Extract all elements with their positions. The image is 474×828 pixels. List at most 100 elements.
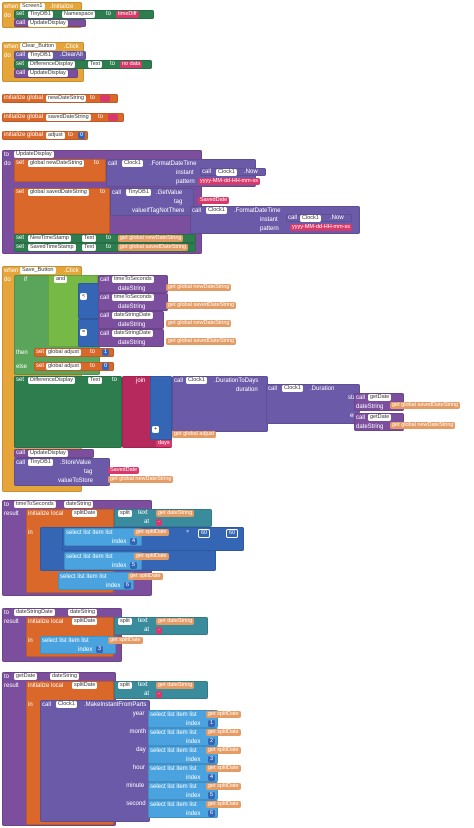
param-name[interactable]: dateString [50,673,80,680]
set-global-adjust-1[interactable]: set global adjust to 1 [34,348,114,357]
tinydb1-component[interactable]: TinyDB1 [28,11,53,18]
compare-lt-block[interactable]: < [78,283,100,319]
clock1-component[interactable]: Clock1 [56,701,77,708]
get-global-newdatestring[interactable]: get global newDateString [390,422,456,429]
call-datestringdate-1[interactable]: call dateStringDate dateString [98,311,164,329]
index-value[interactable]: 2 [208,738,216,745]
clock1-component[interactable]: Clock1 [206,207,227,214]
get-global-saveddatestring[interactable]: get global savedDateString [390,402,461,409]
get-global-saveddatestring[interactable]: get global savedDateString [166,338,237,345]
proc-name[interactable]: UpdateDisplay [14,151,54,158]
split-op[interactable]: split [118,618,132,625]
local-name[interactable]: splitDate [72,510,98,517]
get-splitdate[interactable]: get splitDate [206,801,241,808]
get-splitdate[interactable]: get splitDate [206,783,241,790]
get-datestring[interactable]: get dateString [156,682,195,689]
get-global-saveddatestring[interactable]: get global savedDateString [166,302,237,309]
compare-eq-block[interactable]: = [78,319,100,347]
split-block[interactable]: split text get dateString at - [114,617,208,635]
clock1-component[interactable]: Clock1 [186,377,207,384]
proc-name[interactable]: dateStringDate [112,330,153,337]
global-value[interactable]: 0 [78,132,86,139]
call-timetoseconds-1[interactable]: call timeToSeconds dateString [98,275,168,293]
tinydb-getvalue-call[interactable]: call TinyDB1 .GetValue tag valueIfTagNot… [110,188,194,216]
adjust-value[interactable]: 0 [102,363,110,370]
global-value[interactable] [108,114,118,121]
updatedisplay-proc[interactable]: UpdateDisplay [28,450,68,457]
select-list-item-6[interactable]: select list item list index 6 [58,572,134,590]
text-prop[interactable]: Text [82,244,97,251]
call-datestringdate-2[interactable]: call dateStringDate dateString [98,329,164,347]
get-splitdate[interactable]: get splitDate [108,637,143,644]
pattern-value-2[interactable]: yyyy-MM-dd-HH-mm-ss [290,224,353,231]
index-value[interactable]: 6 [208,810,216,817]
differencedisplay-component[interactable]: DifferenceDisplay [28,377,76,384]
set-global-adjust-2[interactable]: set global adjust to 0 [34,362,114,371]
call-updatedisplay-block[interactable]: call UpdateDisplay [14,19,86,27]
updatedisplay-proc[interactable]: UpdateDisplay [28,20,68,27]
proc-name[interactable]: timeToSeconds [14,501,56,508]
screen1-component[interactable]: Screen1 [20,3,45,10]
lt-op[interactable]: < [80,293,88,300]
get-global-newdatestring[interactable]: get global newDateString [166,320,232,327]
global-saveddatestring[interactable]: initialize global savedDateString to [2,113,124,122]
index-value[interactable]: 4 [208,774,216,781]
proc-name[interactable]: getDate [368,394,392,401]
differencedisplay-component[interactable]: DifferenceDisplay [28,61,76,68]
clock-durationtodays-call[interactable]: call Clock1 .DurationToDays duration [172,376,268,432]
eq-op[interactable]: = [80,329,88,336]
var-name[interactable]: global adjust [46,363,81,370]
get-splitdate[interactable]: get splitDate [206,765,241,772]
get-splitdate[interactable]: get splitDate [134,553,169,560]
get-splitdate[interactable]: get splitDate [206,747,241,754]
var-name[interactable]: global savedDateString [28,189,89,196]
days-text[interactable]: days [156,440,172,447]
index-value[interactable]: 3 [208,756,216,763]
proc-name[interactable]: timeToSeconds [112,276,154,283]
newtimestamp-component[interactable]: NewTimeStamp [28,235,71,242]
and-op[interactable]: and [54,276,68,283]
tinydb1-component[interactable]: TinyDB1 [28,459,53,466]
savedtimestamp-component[interactable]: SavedTimeStamp [28,244,76,251]
get-global-newdatestring[interactable]: get global newDateString [118,235,184,242]
index-value[interactable]: 5 [130,562,138,569]
get-datestring[interactable]: get dateString [156,510,195,517]
adjust-value[interactable]: 1 [102,349,110,356]
select-list-item-4[interactable]: select list item list index 4 [64,528,142,546]
index-value[interactable]: 3 [96,646,104,653]
proc-name[interactable]: getDate [14,673,38,680]
saveddate-tag[interactable]: SavedDate [108,467,140,474]
proc-name[interactable]: getDate [368,414,392,421]
index-value[interactable]: 4 [130,538,138,545]
global-value[interactable] [100,95,110,102]
clock-makeinstantfromparts-call[interactable]: call Clock1 .MakeInstantFromParts [40,700,150,822]
save-button-component[interactable]: Save_Button [20,267,56,274]
get-global-saveddatestring[interactable]: get global savedDateString [118,244,189,251]
clear-button-component[interactable]: Clear_Button [20,43,57,50]
namespace-value[interactable]: timeDiff [116,11,139,18]
tinydb-clearall-block[interactable]: call TinyDB1 .ClearAll [14,51,86,60]
tinydb1-component[interactable]: TinyDB1 [126,189,151,196]
var-name[interactable]: global newDateString [28,160,85,167]
text-prop[interactable]: Text [88,377,103,384]
set-differencedisplay-text[interactable]: set DifferenceDisplay Text to [14,376,122,448]
set-global-newdatestring[interactable]: set global newDateString to [14,159,106,182]
call-timetoseconds-2[interactable]: call timeToSeconds dateString [98,293,168,311]
get-splitdate[interactable]: get splitDate [206,729,241,736]
local-name[interactable]: splitDate [72,618,98,625]
updatedisplay-proc[interactable]: UpdateDisplay [28,70,68,77]
split-block[interactable]: split text get dateString at - [114,681,208,699]
text-prop[interactable]: Text [82,235,97,242]
get-global-adjust[interactable]: get global adjust [172,431,217,438]
times-op[interactable]: × [184,529,192,536]
saveddate-tag[interactable]: SavedDate [198,197,230,204]
select-list-item-5[interactable]: select list item list index 5 [64,552,142,570]
global-name[interactable]: newDateString [46,95,87,102]
clock1-component[interactable]: Clock1 [300,215,321,222]
global-newdatestring[interactable]: initialize global newDateString to [2,94,118,103]
